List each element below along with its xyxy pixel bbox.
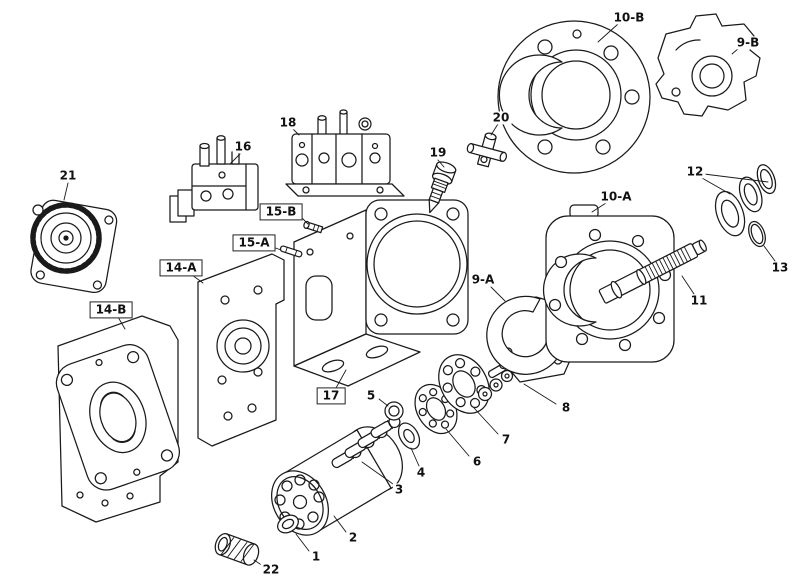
callout-1: 1: [309, 549, 323, 564]
part-14-a: [197, 253, 285, 447]
callout-10-b: 10-B: [611, 10, 647, 25]
callout-5: 5: [364, 388, 378, 403]
part-5: [384, 401, 404, 421]
part-14-b: [55, 315, 180, 523]
part-10-a: [542, 204, 675, 363]
part-9-b: [655, 13, 761, 117]
part-19: [428, 161, 457, 214]
callout-3: 3: [392, 482, 406, 497]
callout-9-b: 9-B: [734, 35, 762, 50]
callout-22: 22: [260, 562, 282, 577]
leader-lines: [63, 23, 776, 567]
callout-15-a: 15-A: [232, 234, 276, 252]
part-15-a: [279, 245, 303, 258]
callout-6: 6: [470, 454, 484, 469]
part-17: [293, 199, 469, 387]
callout-13: 13: [769, 260, 791, 275]
callout-11: 11: [688, 293, 710, 308]
callout-19: 19: [427, 145, 449, 160]
part-20: [466, 132, 508, 168]
callout-21: 21: [57, 168, 79, 183]
part-1: [277, 514, 299, 534]
callout-2: 2: [346, 530, 360, 545]
part-15-b: [303, 220, 324, 234]
part-2: [271, 426, 403, 536]
callout-20: 20: [490, 110, 512, 125]
callout-14-b: 14-B: [89, 301, 133, 319]
part-10-b: [497, 20, 651, 174]
callout-17: 17: [316, 387, 346, 405]
callout-12: 12: [684, 164, 706, 179]
callout-18: 18: [277, 115, 299, 130]
part-21: [30, 199, 118, 294]
callout-10-a: 10-A: [598, 189, 634, 204]
callout-9-a: 9-A: [469, 272, 497, 287]
callout-7: 7: [499, 432, 513, 447]
part-3: [331, 415, 401, 469]
part-4: [397, 422, 421, 450]
callout-15-b: 15-B: [259, 203, 303, 221]
part-12: [714, 164, 777, 237]
callout-16: 16: [232, 139, 254, 154]
callout-8: 8: [559, 400, 573, 415]
callout-4: 4: [414, 465, 428, 480]
part-13: [748, 220, 766, 248]
part-11: [598, 239, 707, 304]
part-22: [214, 532, 260, 566]
part-18: [285, 109, 405, 197]
callout-14-a: 14-A: [159, 259, 203, 277]
